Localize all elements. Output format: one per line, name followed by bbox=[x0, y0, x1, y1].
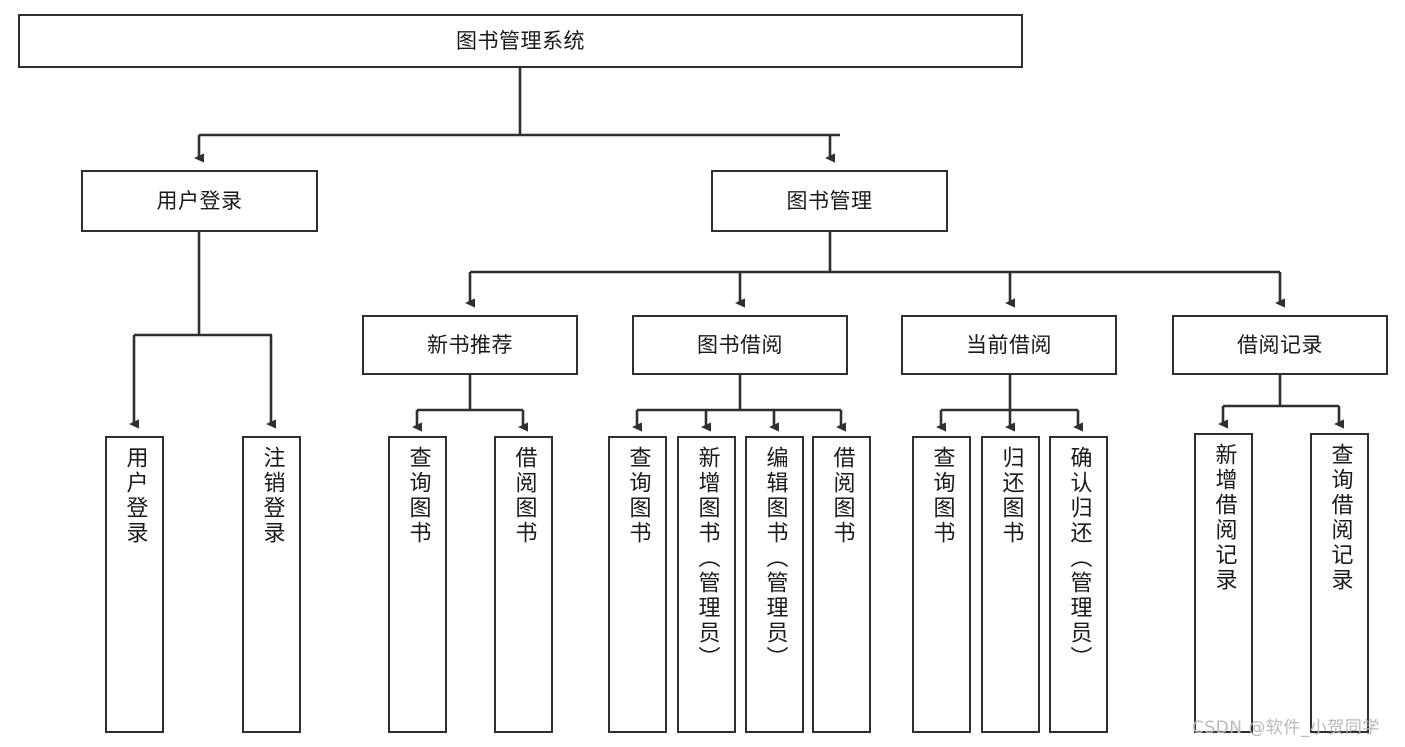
node-leaf-borrow-book-2[interactable]: 借阅图书 bbox=[812, 436, 871, 733]
node-new-book-recommend-label: 新书推荐 bbox=[427, 332, 513, 357]
node-leaf-edit-book-label: 编辑图书（管理员） bbox=[762, 446, 788, 671]
node-borrow-record[interactable]: 借阅记录 bbox=[1172, 315, 1388, 375]
node-leaf-borrow-book-1[interactable]: 借阅图书 bbox=[494, 436, 553, 733]
node-book-manage-label: 图书管理 bbox=[786, 188, 873, 213]
node-leaf-query-record[interactable]: 查询借阅记录 bbox=[1310, 433, 1369, 733]
node-borrow-record-label: 借阅记录 bbox=[1237, 332, 1323, 357]
node-user-login-label: 用户登录 bbox=[156, 188, 243, 213]
node-leaf-query-book-1[interactable]: 查询图书 bbox=[388, 436, 447, 733]
node-leaf-add-record-label: 新增借阅记录 bbox=[1211, 443, 1237, 593]
node-leaf-borrow-book-2-label: 借阅图书 bbox=[829, 446, 855, 546]
csdn-watermark: CSDN @软件_小贺同学 bbox=[1192, 718, 1380, 738]
node-leaf-edit-book[interactable]: 编辑图书（管理员） bbox=[745, 436, 804, 733]
node-book-borrow-label: 图书借阅 bbox=[697, 332, 783, 357]
node-root-label: 图书管理系统 bbox=[456, 28, 585, 53]
node-leaf-user-logout-label: 注销登录 bbox=[259, 446, 285, 546]
node-leaf-query-book-1-label: 查询图书 bbox=[405, 446, 431, 546]
node-leaf-add-book[interactable]: 新增图书（管理员） bbox=[677, 436, 736, 733]
node-leaf-user-logout[interactable]: 注销登录 bbox=[242, 436, 301, 733]
node-leaf-query-book-2[interactable]: 查询图书 bbox=[608, 436, 667, 733]
node-leaf-return-book[interactable]: 归还图书 bbox=[981, 436, 1040, 733]
node-leaf-confirm-return-label: 确认归还（管理员） bbox=[1066, 446, 1092, 671]
node-leaf-user-login-label: 用户登录 bbox=[122, 446, 148, 546]
node-current-borrow-label: 当前借阅 bbox=[966, 332, 1052, 357]
node-user-login[interactable]: 用户登录 bbox=[81, 170, 318, 232]
node-leaf-confirm-return[interactable]: 确认归还（管理员） bbox=[1049, 436, 1108, 733]
node-book-manage[interactable]: 图书管理 bbox=[711, 170, 948, 232]
node-leaf-query-book-3[interactable]: 查询图书 bbox=[912, 436, 971, 733]
node-root[interactable]: 图书管理系统 bbox=[18, 14, 1023, 68]
node-leaf-query-book-2-label: 查询图书 bbox=[625, 446, 651, 546]
node-book-borrow[interactable]: 图书借阅 bbox=[632, 315, 848, 375]
node-leaf-query-book-3-label: 查询图书 bbox=[929, 446, 955, 546]
node-new-book-recommend[interactable]: 新书推荐 bbox=[362, 315, 578, 375]
node-leaf-add-record[interactable]: 新增借阅记录 bbox=[1194, 433, 1253, 733]
node-leaf-user-login[interactable]: 用户登录 bbox=[105, 436, 164, 733]
node-current-borrow[interactable]: 当前借阅 bbox=[901, 315, 1117, 375]
node-leaf-borrow-book-1-label: 借阅图书 bbox=[511, 446, 537, 546]
node-leaf-add-book-label: 新增图书（管理员） bbox=[694, 446, 720, 671]
node-leaf-query-record-label: 查询借阅记录 bbox=[1327, 443, 1353, 593]
node-leaf-return-book-label: 归还图书 bbox=[998, 446, 1024, 546]
